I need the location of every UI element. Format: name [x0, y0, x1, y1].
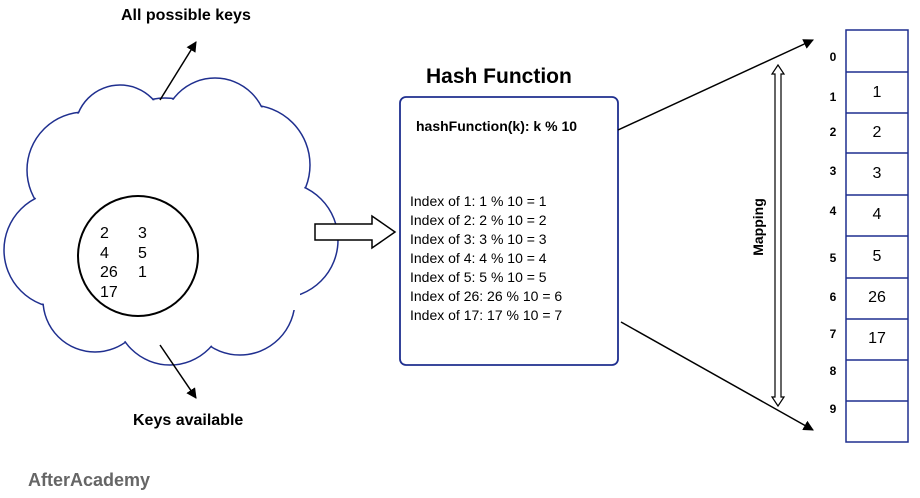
table-index: 5 — [829, 251, 837, 265]
arrow-all-keys — [159, 41, 197, 101]
input-block-arrow — [314, 214, 397, 250]
table-index: 6 — [829, 290, 837, 304]
hash-computation-list: Index of 1: 1 % 10 = 1 Index of 2: 2 % 1… — [410, 192, 562, 325]
key-value: 26 — [100, 264, 118, 281]
key-value: 3 — [138, 225, 147, 242]
key-value: 17 — [100, 283, 118, 301]
hash-computation-line: Index of 3: 3 % 10 = 3 — [410, 231, 547, 247]
brand-logo-text: AfterAcademy — [28, 470, 151, 490]
table-index: 2 — [829, 125, 837, 139]
table-index: 7 — [829, 327, 837, 341]
arrow-to-index-0 — [617, 39, 814, 131]
table-index: 3 — [829, 164, 837, 178]
hash-computation-line: Index of 17: 17 % 10 = 7 — [410, 307, 563, 323]
mapping-label: Mapping — [750, 198, 766, 256]
keys-row: 4 5 — [100, 244, 147, 264]
keys-row: 17 — [100, 283, 147, 303]
hash-function-title: Hash Function — [426, 65, 572, 88]
keys-available-label: Keys available — [133, 412, 244, 429]
arrow-to-index-9 — [620, 321, 814, 431]
table-index: 4 — [829, 204, 837, 218]
hash-computation-line: Index of 5: 5 % 10 = 5 — [410, 269, 547, 285]
table-cell: 1 — [872, 84, 882, 101]
all-possible-keys-label: All possible keys — [121, 7, 251, 24]
table-index: 1 — [829, 90, 837, 104]
arrow-keys-available — [159, 344, 197, 399]
hash-computation-line: Index of 26: 26 % 10 = 6 — [410, 288, 563, 304]
keys-row: 26 1 — [100, 263, 147, 283]
available-keys-circle — [77, 195, 199, 317]
hash-function-box — [399, 96, 619, 366]
table-cell: 26 — [868, 289, 886, 306]
available-keys-list: 2 3 4 5 26 1 17 — [100, 224, 147, 302]
key-value: 4 — [100, 244, 109, 262]
key-value: 2 — [100, 225, 109, 242]
mapping-double-arrow — [770, 63, 786, 408]
hash-function-formula: hashFunction(k): k % 10 — [416, 118, 578, 134]
table-cell: 17 — [868, 330, 886, 347]
table-cell: 3 — [872, 165, 882, 182]
hash-computation-line: Index of 4: 4 % 10 = 4 — [410, 250, 547, 266]
keys-row: 2 3 — [100, 224, 147, 244]
hash-table — [845, 29, 909, 443]
key-value: 1 — [138, 264, 147, 281]
table-cell: 2 — [872, 124, 882, 141]
table-cell: 4 — [872, 206, 882, 223]
table-index: 8 — [829, 364, 837, 378]
table-index: 0 — [829, 50, 837, 64]
hash-computation-line: Index of 1: 1 % 10 = 1 — [410, 193, 547, 209]
hash-computation-line: Index of 2: 2 % 10 = 2 — [410, 212, 547, 228]
table-cell: 5 — [872, 248, 882, 265]
table-index: 9 — [829, 402, 837, 416]
key-value: 5 — [138, 244, 147, 262]
